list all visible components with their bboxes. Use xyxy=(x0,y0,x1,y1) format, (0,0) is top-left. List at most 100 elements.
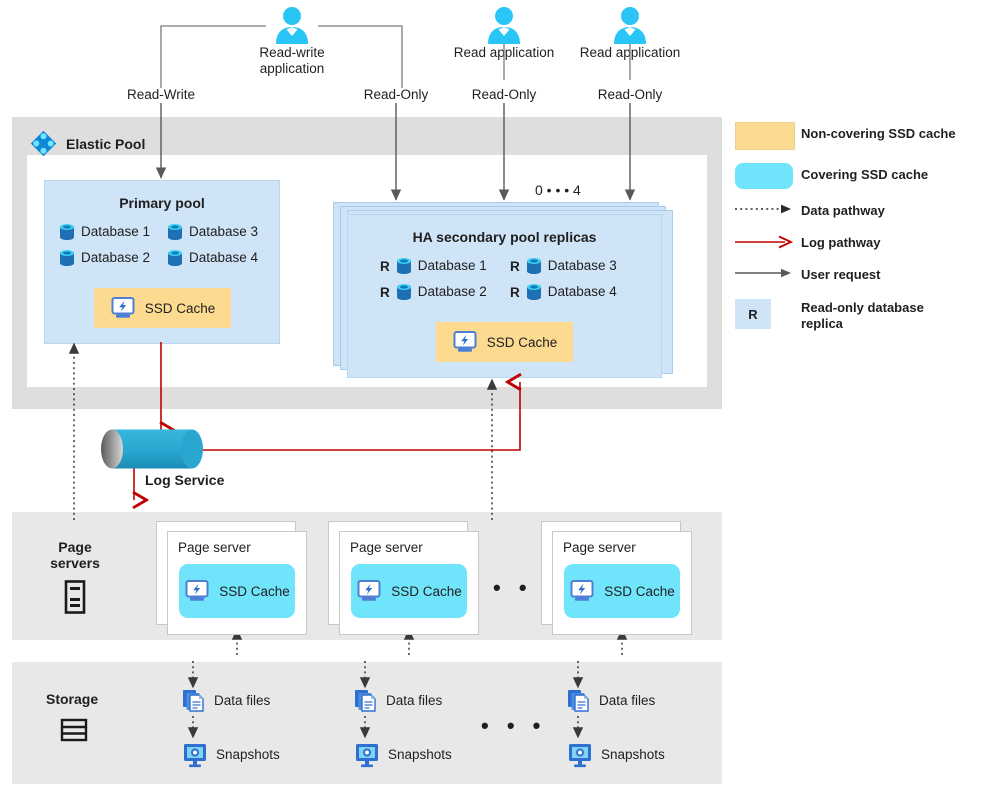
replica-badge: R xyxy=(380,258,390,274)
client-read-application-1[interactable] xyxy=(484,6,524,44)
user-icon xyxy=(614,7,646,44)
elastic-pool-title: Elastic Pool xyxy=(66,135,146,152)
primary-database-label: Database 3 xyxy=(189,224,259,239)
data-files-label: Data files xyxy=(386,693,443,708)
client-label-line2: application xyxy=(259,61,325,76)
data-files-icon xyxy=(183,690,204,712)
legend-label-line1: Read-only database xyxy=(801,300,924,315)
page-servers-title-line2: servers xyxy=(50,555,100,571)
ha-database-item[interactable]: R Database 3 xyxy=(510,257,640,275)
user-request-connectors xyxy=(155,25,636,201)
client-read-application-2[interactable] xyxy=(610,6,650,44)
primary-database-item[interactable]: Database 3 xyxy=(167,223,275,241)
client-label-read-write-application: Read-write application xyxy=(227,45,357,77)
primary-pool-ssd-cache[interactable]: SSD Cache xyxy=(94,288,231,328)
database-icon xyxy=(60,224,74,240)
server-rack-icon-wrap xyxy=(63,580,87,614)
primary-database-item[interactable]: Database 4 xyxy=(167,249,275,267)
ha-cache-label: SSD Cache xyxy=(486,334,558,350)
ha-database-item[interactable]: R Database 1 xyxy=(380,257,510,275)
legend-item-log-pathway: Log pathway xyxy=(735,235,980,251)
data-files-item[interactable]: Data files xyxy=(182,688,280,714)
storage-title: Storage xyxy=(46,691,99,707)
primary-database-item[interactable]: Database 1 xyxy=(59,223,167,241)
database-icon xyxy=(526,258,541,274)
legend-key xyxy=(735,267,801,279)
replica-range-label: 0 • • • 4 xyxy=(535,182,581,198)
swatch-amber xyxy=(735,122,795,150)
snapshots-label: Snapshots xyxy=(601,747,665,762)
primary-database-label: Database 1 xyxy=(81,224,151,239)
primary-pool-box[interactable]: Primary pool Database 1 Database 3 xyxy=(44,180,280,344)
storage-icon-wrap xyxy=(60,716,88,744)
storage-column: Data files Snapshots xyxy=(182,688,280,768)
connection-label-read-write: Read-Write xyxy=(126,87,196,102)
user-icon xyxy=(276,7,308,44)
ssd-cache-icon xyxy=(453,331,477,352)
primary-cache-label: SSD Cache xyxy=(144,300,216,316)
ssd-cache-icon xyxy=(111,297,135,318)
ha-secondary-pool-box[interactable]: HA secondary pool replicas R Database 1 … xyxy=(347,214,662,378)
legend-label: Read-only database replica xyxy=(801,299,924,332)
page-server-card[interactable]: Page server SSD Cache xyxy=(339,531,479,635)
page-server-cache-label: SSD Cache xyxy=(604,583,675,599)
storage-column: Data files Snapshots xyxy=(567,688,665,768)
primary-database-label: Database 2 xyxy=(81,250,151,265)
snapshots-item[interactable]: Snapshots xyxy=(354,742,452,768)
legend-label: Data pathway xyxy=(801,203,885,218)
replica-badge: R xyxy=(510,284,520,300)
data-files-item[interactable]: Data files xyxy=(567,688,665,714)
legend-item-data-pathway: Data pathway xyxy=(735,203,980,219)
legend-item-non-covering-ssd-cache: Non-covering SSD cache xyxy=(735,122,980,150)
snapshots-item[interactable]: Snapshots xyxy=(567,742,665,768)
legend-item-read-only-replica: R Read-only database replica xyxy=(735,299,980,332)
storage-ellipsis: • • • xyxy=(481,713,547,738)
connection-label-read-only-1: Read-Only xyxy=(363,87,429,102)
connection-label-read-only-2: Read-Only xyxy=(471,87,537,102)
connection-label-read-only-3: Read-Only xyxy=(597,87,663,102)
database-icon xyxy=(168,224,182,240)
ha-database-label: Database 3 xyxy=(547,258,617,273)
log-service-label: Log Service xyxy=(145,472,225,488)
replica-badge: R xyxy=(380,284,390,300)
snapshots-item[interactable]: Snapshots xyxy=(182,742,280,768)
page-servers-title-line1: Page xyxy=(58,539,92,555)
log-service[interactable] xyxy=(100,428,203,470)
data-files-icon xyxy=(355,690,376,712)
page-server-card[interactable]: Page server SSD Cache xyxy=(167,531,307,635)
primary-database-item[interactable]: Database 2 xyxy=(59,249,167,267)
page-server-title: Page server xyxy=(178,540,251,555)
client-read-write-application[interactable] xyxy=(272,6,312,44)
arrow-gray-icon xyxy=(735,268,791,278)
storage-column: Data files Snapshots xyxy=(354,688,452,768)
legend-key xyxy=(735,235,801,249)
page-server-cache-label: SSD Cache xyxy=(219,583,290,599)
ha-database-item[interactable]: R Database 2 xyxy=(380,283,510,301)
page-server-title: Page server xyxy=(350,540,423,555)
data-files-item[interactable]: Data files xyxy=(354,688,452,714)
database-icon xyxy=(168,250,182,266)
ha-database-item[interactable]: R Database 4 xyxy=(510,283,640,301)
page-server-ssd-cache[interactable]: SSD Cache xyxy=(179,564,295,618)
page-servers-title: Page servers xyxy=(30,539,120,571)
page-server-card[interactable]: Page server SSD Cache xyxy=(552,531,692,635)
page-server-ssd-cache[interactable]: SSD Cache xyxy=(351,564,467,618)
replica-badge: R xyxy=(510,258,520,274)
arrow-dotted-icon xyxy=(735,204,791,214)
legend-label-line2: replica xyxy=(801,316,843,331)
cylinder-icon xyxy=(101,429,203,469)
ha-secondary-ssd-cache[interactable]: SSD Cache xyxy=(436,322,573,362)
page-server-cache-label: SSD Cache xyxy=(391,583,462,599)
data-files-label: Data files xyxy=(214,693,271,708)
legend-item-user-request: User request xyxy=(735,267,980,283)
page-server-ssd-cache[interactable]: SSD Cache xyxy=(564,564,680,618)
ssd-cache-icon xyxy=(185,580,209,601)
ha-database-label: Database 4 xyxy=(547,284,617,299)
primary-pool-title: Primary pool xyxy=(119,195,205,211)
swatch-cyan xyxy=(735,163,793,189)
ssd-cache-icon xyxy=(570,580,594,601)
snapshots-icon xyxy=(184,744,206,768)
user-icon xyxy=(488,7,520,44)
